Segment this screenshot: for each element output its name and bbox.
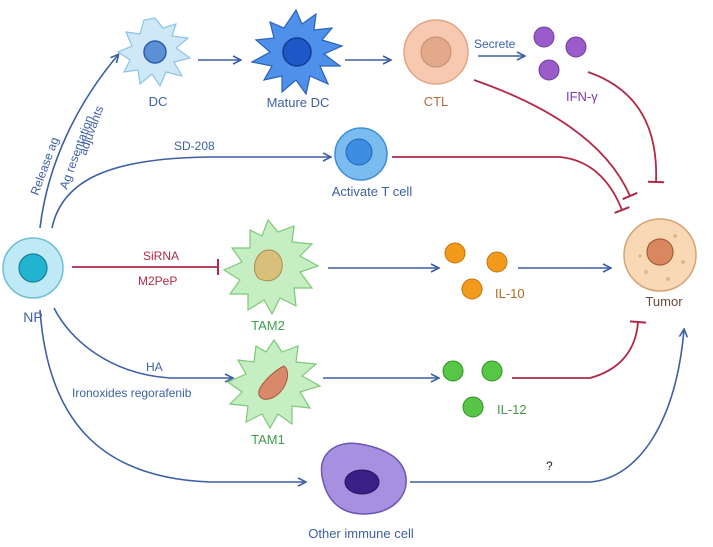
ctl-label: CTL (424, 94, 449, 109)
il12-label: IL-12 (497, 402, 527, 417)
activate-t-label: Activate T cell (332, 184, 413, 199)
label-secrete: Secrete (474, 37, 516, 51)
label-m2pep: M2PeP (138, 274, 177, 288)
edge-np-tcell (51, 157, 330, 229)
other-label: Other immune cell (308, 526, 414, 541)
tumor-label: Tumor (645, 294, 683, 309)
label-release-ag: Release ag (28, 135, 62, 197)
ifn-label: IFN-γ (566, 89, 598, 104)
label-sirna: SiRNA (143, 249, 179, 263)
tam1-label: TAM1 (251, 432, 285, 447)
edge-other-tumor (410, 330, 684, 483)
edge-np-tam1 (53, 307, 232, 378)
label-unknown: ? (546, 459, 553, 473)
il10-label: IL-10 (495, 286, 525, 301)
dc-label: DC (149, 94, 168, 109)
tam2-label: TAM2 (251, 318, 285, 333)
edge-il12-tumor (512, 320, 647, 379)
edge-tcell-tumor (392, 156, 630, 214)
il12-cluster: IL-12 (442, 360, 527, 418)
mature-dc-cell: Mature DC (250, 8, 344, 110)
activate-t-cell: Activate T cell (332, 127, 413, 199)
edge-ifn-tumor (587, 71, 665, 184)
ctl-cell: CTL (403, 19, 469, 109)
edge-np-other (39, 309, 305, 482)
tumor-cell: Tumor (623, 218, 697, 309)
ifn-cluster: IFN-γ (533, 26, 598, 104)
edge-np-dc (39, 55, 118, 229)
other-immune-cell: Other immune cell (308, 442, 414, 541)
edges (39, 55, 684, 483)
dc-cell: DC (116, 17, 192, 109)
edge-ctl-tumor (473, 79, 638, 201)
np-cell: NP (2, 237, 64, 325)
np-label: NP (23, 309, 42, 325)
label-sd208: SD-208 (174, 139, 215, 153)
mature-dc-label: Mature DC (267, 95, 330, 110)
tam1-cell: TAM1 (226, 338, 322, 447)
label-ironoxides: Ironoxides regorafenib (72, 386, 192, 400)
label-ha: HA (146, 360, 163, 374)
tam2-cell: TAM2 (222, 218, 320, 333)
il10-cluster: IL-10 (444, 242, 525, 301)
